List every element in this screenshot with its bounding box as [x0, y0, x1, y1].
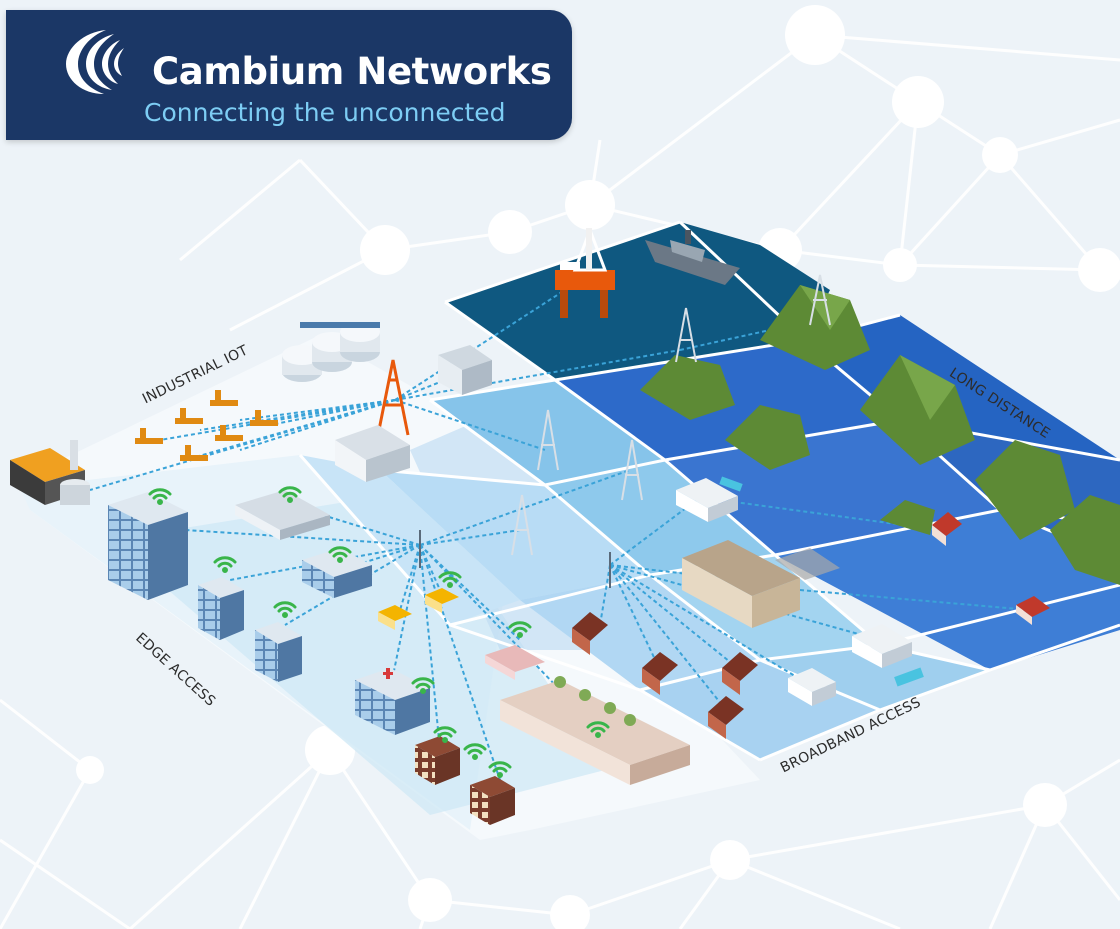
central-tower-icon	[376, 359, 410, 436]
oil-rig-icon	[555, 225, 615, 318]
factory-icon	[10, 440, 90, 505]
control-building-icon	[438, 345, 492, 395]
office-block-icon	[302, 548, 372, 598]
low-building-icon	[235, 490, 330, 540]
hills	[640, 285, 1120, 585]
office-tower-mid-icon	[198, 577, 244, 640]
greenhouse-icon	[485, 645, 545, 680]
brand-banner: Cambium Networks Connecting the unconnec…	[6, 10, 572, 140]
brick-apartments-icon	[415, 736, 515, 825]
mansion-icon	[682, 540, 840, 628]
warehouse-icon	[335, 425, 410, 482]
cambium-logo-icon	[66, 30, 124, 94]
brand-tagline: Connecting the unconnected	[144, 98, 506, 127]
transmission-towers	[511, 274, 831, 556]
villa-icon	[676, 476, 924, 706]
pumpjacks-icon	[135, 390, 278, 461]
brand-name: Cambium Networks	[152, 50, 552, 93]
ship-icon	[645, 230, 740, 285]
office-tower-large-icon	[108, 492, 188, 600]
storage-tanks-icon	[282, 322, 380, 382]
background-mesh-nodes	[76, 5, 1120, 929]
access-point-poles	[419, 530, 611, 588]
background-mesh	[0, 33, 1120, 929]
office-tower-small-icon	[255, 622, 302, 682]
kiosk-icons	[378, 588, 459, 630]
wifi-signal-icons	[148, 486, 610, 778]
hospital-icon	[355, 668, 430, 735]
houses-icon	[572, 512, 1050, 739]
